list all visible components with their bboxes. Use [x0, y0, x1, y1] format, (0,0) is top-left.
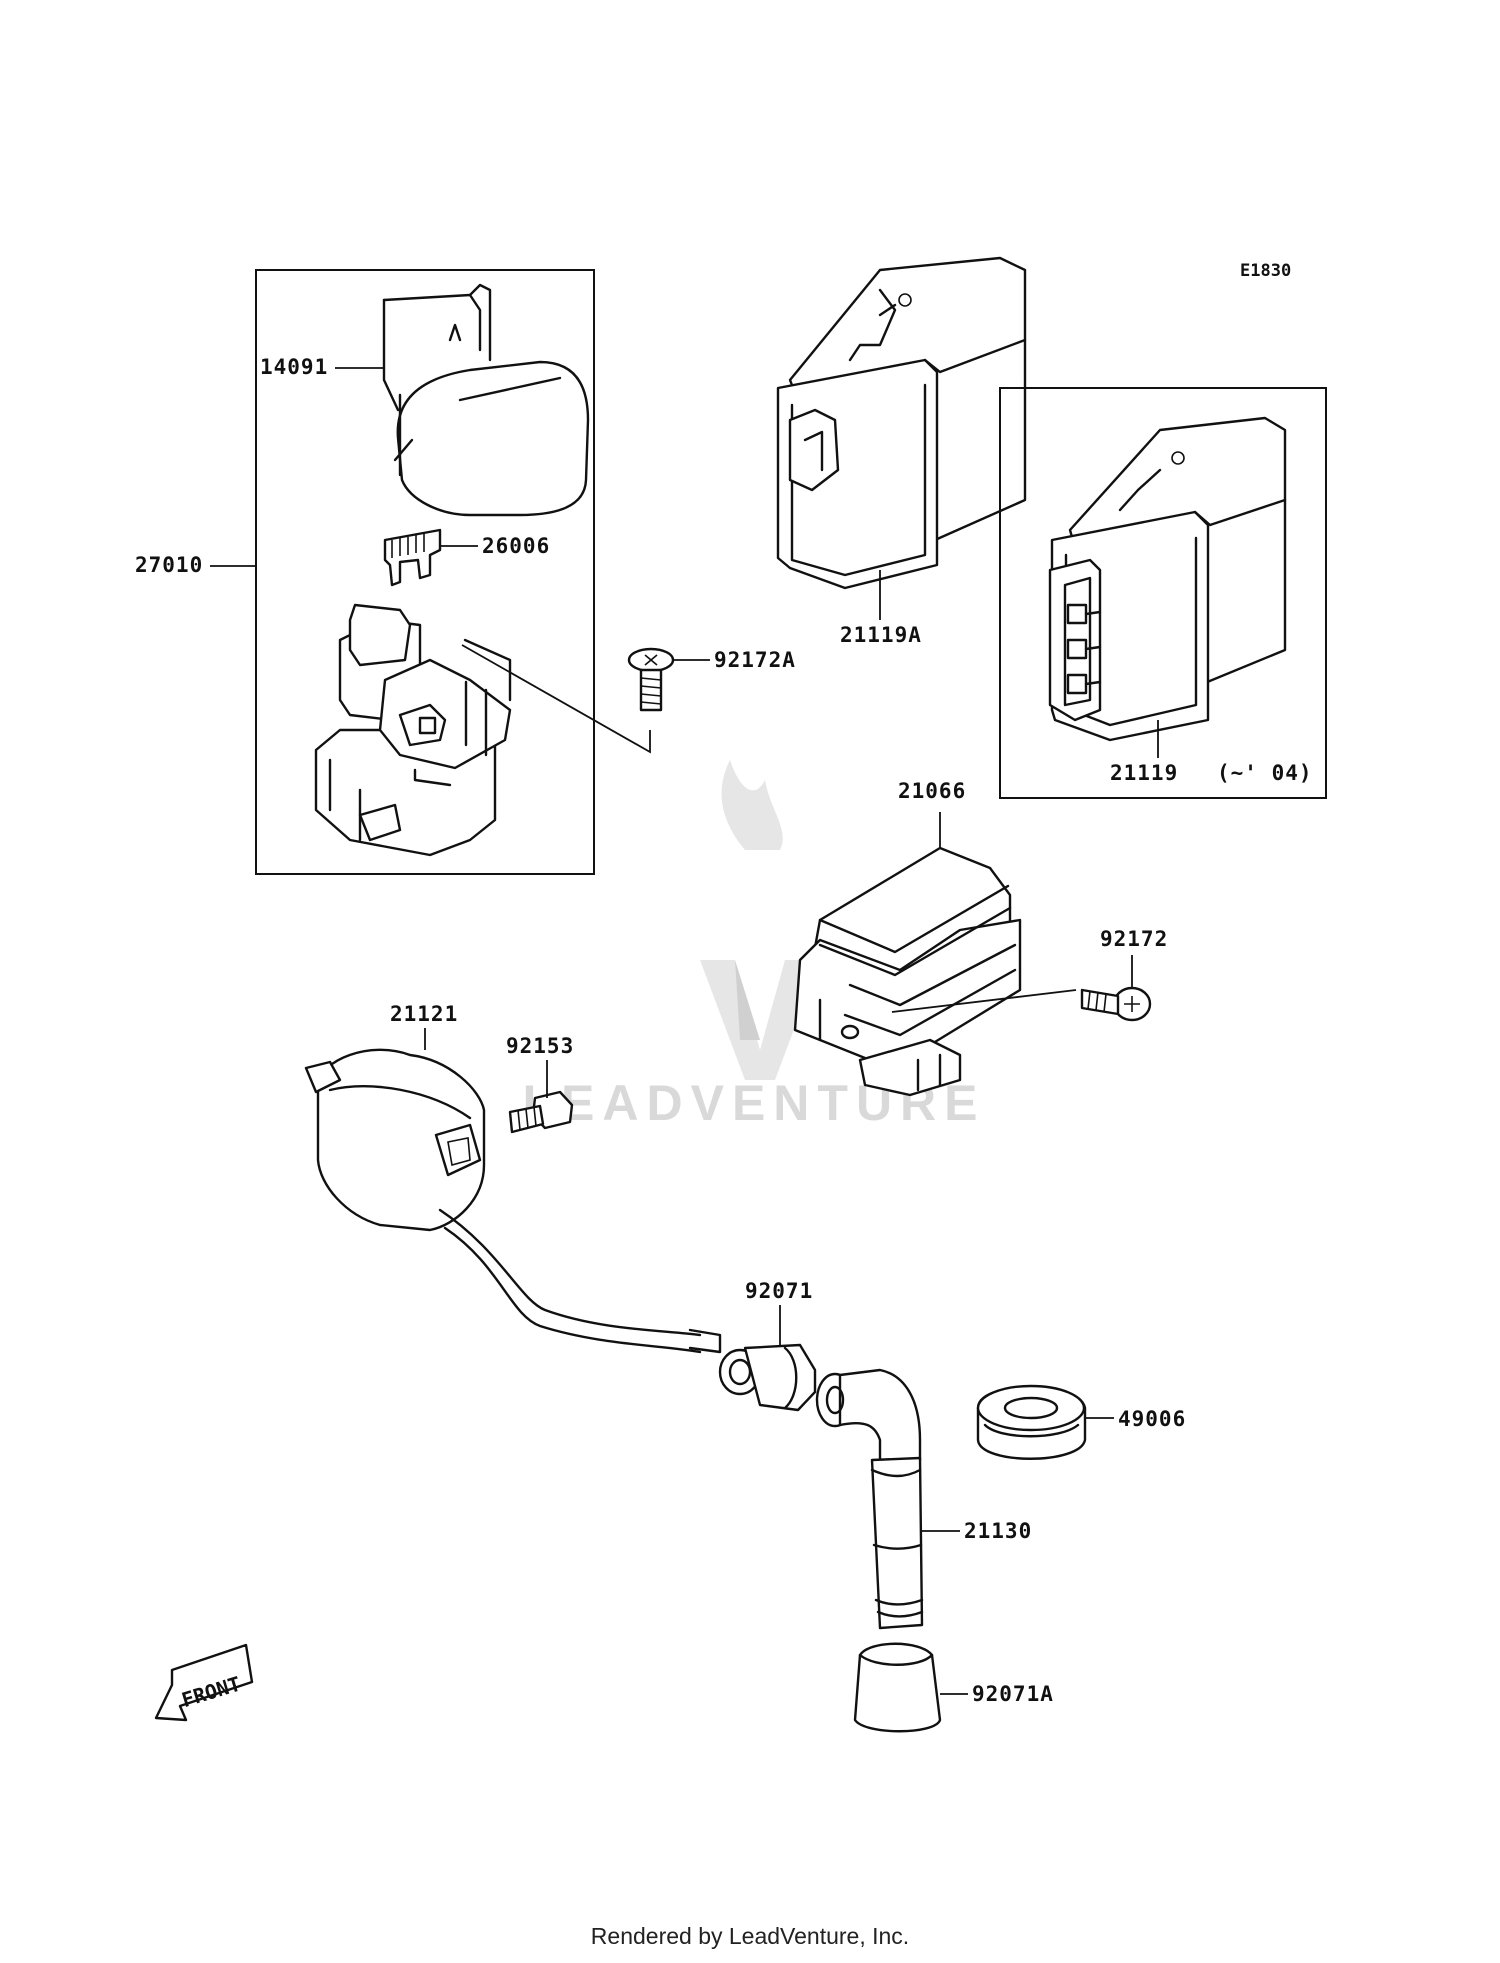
label-92071: 92071 [745, 1279, 813, 1303]
label-49006: 49006 [1118, 1407, 1186, 1431]
front-arrow-icon: FRONT [154, 1643, 254, 1722]
plug-cap-21130-icon [815, 1368, 924, 1630]
label-21119a: 21119A [840, 623, 922, 647]
label-21119: 21119 [1110, 761, 1178, 785]
bolt-92153-icon [508, 1090, 574, 1134]
screw-92172a-icon [627, 647, 675, 712]
relay-leader-line [461, 644, 651, 754]
grommet-49006-icon [976, 1384, 1087, 1460]
regulator-to-screw-line [891, 989, 1077, 1013]
fuse-icon [383, 528, 442, 587]
label-92172: 92172 [1100, 927, 1168, 951]
ignition-coil-icon [304, 1048, 722, 1354]
starter-relay-icon [314, 603, 512, 857]
cdi-unit-21119-icon [1048, 416, 1287, 742]
relay-assembly-frame [255, 269, 595, 875]
cdi-unit-21119a-icon [776, 256, 1027, 590]
label-21130: 21130 [964, 1519, 1032, 1543]
label-92071a: 92071A [972, 1682, 1054, 1706]
label-27010: 27010 [135, 553, 203, 577]
label-14091: 14091 [260, 355, 328, 379]
cap-92071-icon [718, 1343, 817, 1412]
watermark-logo-icon [700, 760, 820, 1080]
regulator-21066-icon [793, 846, 1022, 1097]
label-21066: 21066 [898, 779, 966, 803]
cap-92071a-icon [853, 1642, 942, 1733]
label-92153: 92153 [506, 1034, 574, 1058]
label-21119-note: (~' 04) [1217, 761, 1313, 785]
label-21121: 21121 [390, 1002, 458, 1026]
diagram-code: E1830 [1240, 261, 1291, 281]
cdi-unit-21119-frame [999, 387, 1327, 799]
label-26006: 26006 [482, 534, 550, 558]
screw-92172-icon [1080, 986, 1152, 1022]
relay-cover-icon [382, 283, 590, 517]
footer-credit: Rendered by LeadVenture, Inc. [590, 1923, 910, 1949]
label-92172a: 92172A [714, 648, 796, 672]
